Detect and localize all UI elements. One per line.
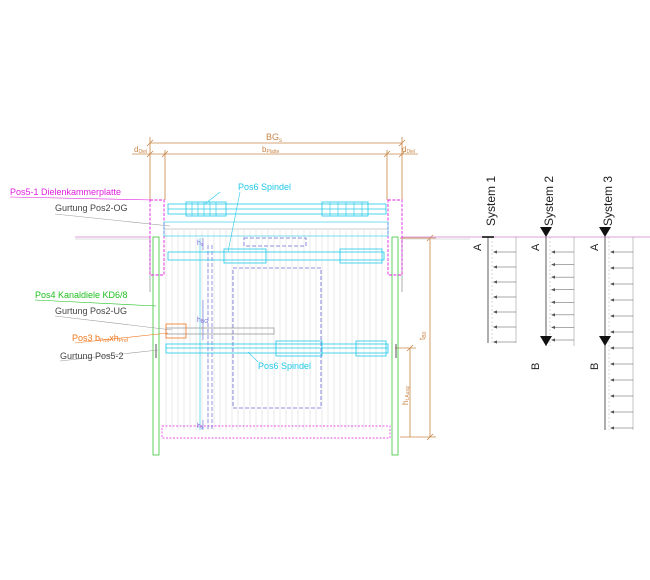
ground-surface (75, 236, 650, 240)
load-arrowhead (551, 313, 555, 317)
dim-bg-label: BGs (266, 132, 282, 144)
dim-d-left-label: dDiel (134, 145, 147, 155)
support-b-triangle (540, 336, 552, 346)
dim-h-mid-label: hBG (197, 317, 208, 325)
load-arrowhead (551, 338, 555, 342)
spindle-top (167, 201, 387, 217)
label-gurtung-og: Gurtung Pos2-OG (55, 203, 128, 213)
load-arrowhead (493, 295, 497, 299)
spindle-bottom (155, 340, 397, 358)
label-pos6-spindel-top: Pos6 Spindel (238, 182, 291, 192)
support-b-label: B (530, 363, 542, 370)
label-pos3: Pos3 bProfxhProf (72, 333, 128, 344)
support-b-label: B (589, 363, 601, 370)
dim-h-sp-top-label: hs (197, 240, 204, 248)
dimension-texts: BGs dDiel bPlatte dDiel tB0 ht,Ausg (134, 132, 428, 405)
label-pos5-1: Pos5-1 Dielenkammerplatte (10, 187, 121, 197)
trench-structure (149, 199, 403, 456)
load-arrowhead (551, 275, 555, 279)
load-arrowhead (551, 300, 555, 304)
waling-ug (165, 323, 275, 339)
load-arrowhead (610, 394, 614, 398)
load-arrowhead (493, 310, 497, 314)
dim-h-bot-label: hs (197, 423, 204, 431)
load-arrowhead (551, 325, 555, 330)
load-arrowhead (610, 346, 614, 350)
load-arrowhead (610, 298, 614, 302)
load-arrowhead (551, 250, 555, 254)
dim-b-platte-label: bPlatte (262, 145, 279, 155)
system-title: System 1 (484, 176, 498, 226)
label-gurtung-pos5-2: Gurtung Pos5-2 (60, 351, 124, 361)
label-pos6-spindel-bottom: Pos6 Spindel (258, 361, 311, 371)
label-pos4: Pos4 Kanaldiele KD6/8 (35, 290, 128, 300)
load-arrowhead (610, 378, 614, 382)
load-arrowhead (610, 330, 614, 334)
load-arrowhead (610, 410, 614, 414)
system-1: System 1 A (472, 176, 517, 344)
static-systems: System 1 A System 2 A B System 3 A B (472, 176, 634, 430)
support-a-triangle (540, 227, 552, 237)
load-arrowhead (610, 362, 614, 366)
dim-t-b-label: tB0 (418, 331, 428, 340)
dim-d-right-label: dDiel (402, 145, 415, 155)
trench-dim-texts: hs hBG hs (197, 240, 208, 431)
labels: Pos5-1 Dielenkammerplatte Gurtung Pos2-O… (10, 182, 311, 371)
load-arrowhead (493, 265, 497, 269)
load-arrowhead (610, 282, 614, 286)
load-arrowhead (493, 340, 497, 344)
load-arrowhead (610, 314, 614, 318)
load-arrowhead (493, 250, 497, 254)
dimension-lines (132, 137, 436, 441)
label-gurtung-ug: Gurtung Pos2-UG (55, 306, 127, 316)
waling-og (163, 221, 389, 237)
load-arrowhead (493, 280, 497, 284)
load-arrowhead (610, 250, 614, 254)
leader-lines (9, 191, 259, 363)
spindle-middle (167, 248, 385, 264)
load-arrowhead (551, 262, 555, 267)
load-arrowhead (610, 426, 614, 430)
system-title: System 2 (542, 176, 556, 226)
support-b-triangle (599, 336, 611, 346)
support-a-label: A (472, 243, 484, 251)
system-2: System 2 A B (530, 176, 575, 370)
support-a-label: A (589, 243, 601, 251)
load-arrowhead (610, 266, 614, 270)
support-a-label: A (530, 243, 542, 251)
system-title: System 3 (601, 176, 615, 226)
system-3: System 3 A B (589, 176, 634, 430)
support-a-triangle (599, 227, 611, 237)
dim-h-avg-label: ht,Ausg (401, 386, 411, 405)
load-arrowhead (551, 288, 555, 292)
load-arrowhead (493, 325, 497, 329)
